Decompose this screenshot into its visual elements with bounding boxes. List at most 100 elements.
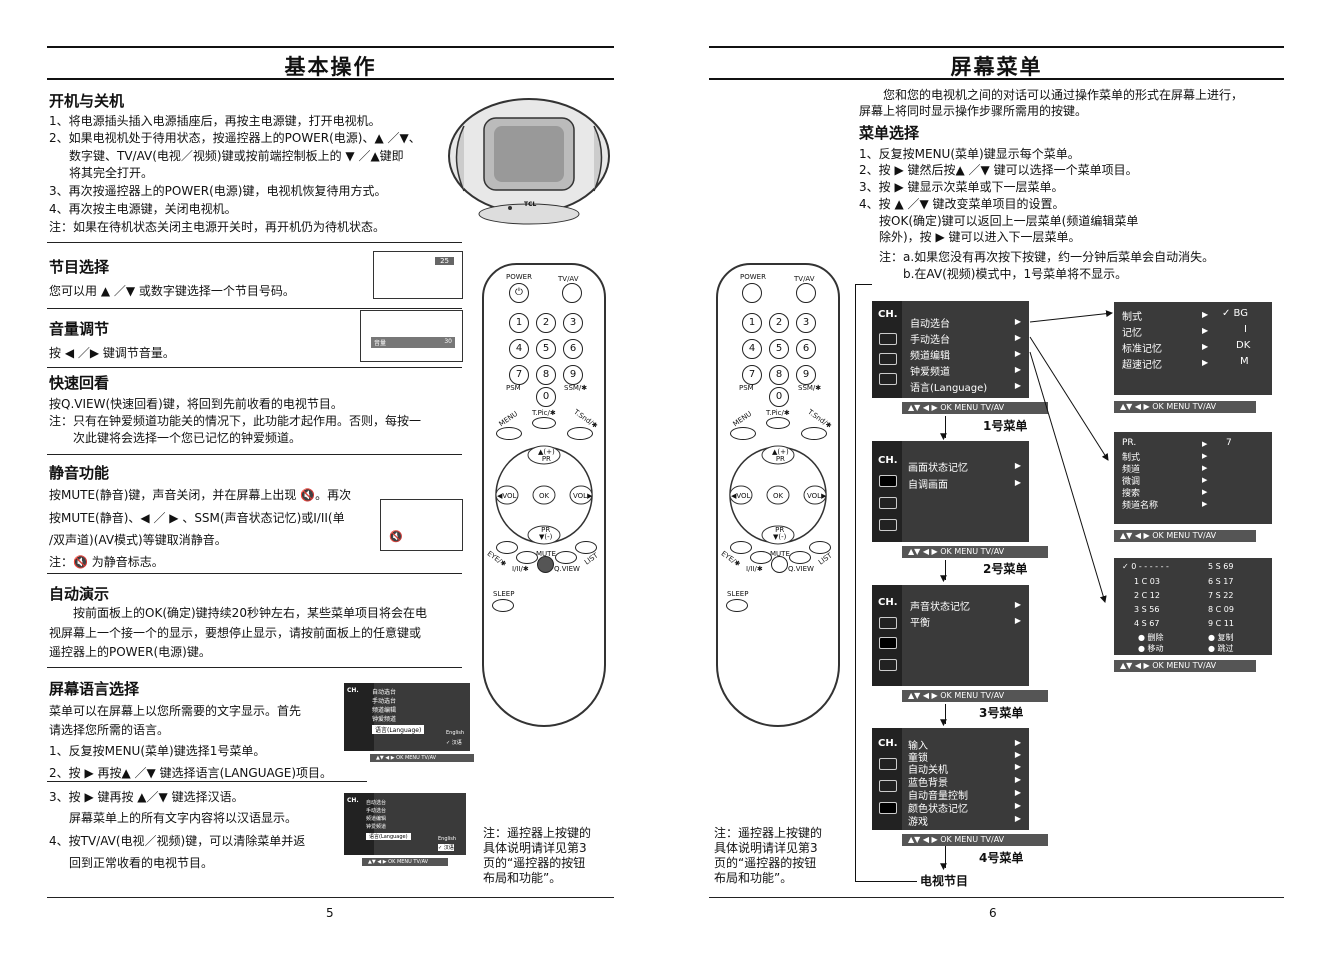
remote-tvav-button[interactable]: [562, 283, 582, 303]
remote-mute-button[interactable]: [537, 556, 554, 573]
remote-digit-6[interactable]: 6: [796, 339, 816, 359]
remote-dpad[interactable]: [728, 440, 828, 550]
remote-dpad[interactable]: [494, 440, 594, 550]
remote-digit-4[interactable]: 4: [509, 339, 529, 359]
demo-line-1: 按前面板上的OK(确定)键持续20秒钟左右，某些菜单项目将会在电: [73, 606, 427, 620]
submenu-manual: PR. 制式 频道 微调 搜索 频道名称 ▶ ▶ ▶ ▶ ▶ ▶ 7: [1114, 432, 1272, 524]
remote-eye-button[interactable]: [496, 541, 518, 554]
left-note-3: 页的“遥控器的按钮: [483, 856, 586, 870]
remote-eye-button[interactable]: [730, 541, 752, 554]
menu4-label: 4号菜单: [979, 851, 1024, 865]
right-page-title: 屏幕菜单: [950, 55, 1043, 79]
remote-digit-8[interactable]: 8: [769, 365, 789, 385]
remote-sleep-button[interactable]: [492, 599, 514, 612]
remote-digit-3[interactable]: 3: [796, 313, 816, 333]
remote-digit-3[interactable]: 3: [563, 313, 583, 333]
mute-line-1: 按MUTE(静音)键，声音关闭，并在屏幕上出现 🔇。再次: [49, 488, 352, 502]
remote-digit-1[interactable]: 1: [509, 313, 529, 333]
remote-menu-button[interactable]: [730, 427, 756, 440]
sub1-value-3: DK: [1236, 340, 1251, 351]
remote-digit-2[interactable]: 2: [769, 313, 789, 333]
lang-menu1-nav: ▲▼ ◀ ▶ OK MENU TV/AV: [370, 754, 474, 762]
remote-mute-label: MUTE: [536, 550, 556, 558]
program-osd-number: 25: [435, 257, 454, 265]
remote-psm-label: PSM: [506, 384, 521, 392]
remote-tsnd-button[interactable]: [567, 427, 593, 440]
remote-i-ii-label: I/II/✱: [746, 565, 763, 573]
remote-qview-button[interactable]: [789, 551, 811, 564]
remote-power-button[interactable]: ⏻: [509, 283, 529, 303]
flow-end-label: 电视节目: [920, 874, 969, 888]
sub2-item-2: 制式: [1122, 453, 1141, 463]
remote-digit-7[interactable]: 7: [742, 365, 762, 385]
lang-menu1-item-2: 手动选台: [372, 698, 397, 705]
osd-menu-1: CH. 自动选台 手动选台 频道编辑 钟爱频道 语言(Language) ▶▶▶…: [872, 301, 1029, 398]
remote-sleep-button[interactable]: [726, 599, 748, 612]
remote-list-button[interactable]: [809, 541, 831, 554]
remote-ok-label: OK: [539, 492, 550, 500]
remote-power-button[interactable]: [742, 283, 762, 303]
power-note: 注：如果在待机状态关闭主电源开关时，再开机仍为待机状态。: [49, 220, 386, 234]
right-intro-1: 您和您的电视机之间的对话可以通过操作菜单的形式在屏幕上进行，: [883, 88, 1244, 102]
lang-menu2-item-4: 钟爱频道: [366, 824, 387, 830]
demo-heading: 自动演示: [49, 585, 110, 603]
remote-power-label: POWER: [740, 273, 766, 281]
right-step-1: 1、反复按MENU(菜单)键显示每个菜单。: [859, 147, 1080, 161]
submenu-channel-edit: ✓ 0 - - - - - - 5 S 69 1 C 03 6 S 17 2 C…: [1114, 558, 1272, 655]
remote-digit-7[interactable]: 7: [509, 365, 529, 385]
sub3-row1-left: ✓ 0 - - - - - -: [1122, 562, 1169, 571]
remote-digit-5[interactable]: 5: [536, 339, 556, 359]
remote-sleep-label: SLEEP: [727, 590, 749, 598]
remote-mute-button[interactable]: [771, 556, 788, 573]
remote-control-left: POWER TV/AV ⏻ 1 2 3 4 5 6 7 8 9 PSM SSM/…: [482, 263, 606, 727]
remote-tvav-label: TV/AV: [558, 275, 579, 283]
remote-digit-8[interactable]: 8: [536, 365, 556, 385]
remote-i-ii-button[interactable]: [750, 551, 772, 564]
program-osd-box: 25: [373, 251, 463, 299]
remote-tpic-label: T.Pic/✱: [766, 409, 790, 417]
remote-menu-button[interactable]: [496, 427, 522, 440]
remote-tvav-button[interactable]: [796, 283, 816, 303]
lang-menu2-opt-1: English: [438, 836, 457, 842]
remote-pr-down-label: PR ▼(-): [773, 526, 787, 541]
language-menu-1: CH. 自动选台 手动选台 频道编辑 钟爱频道 语言(Language) Eng…: [344, 683, 470, 751]
right-page-number: 6: [989, 906, 997, 920]
sub3-row5-right: 9 C 11: [1208, 619, 1234, 628]
remote-digit-9[interactable]: 9: [563, 365, 583, 385]
power-line-2: 2、如果电视机处于待用状态，按遥控器上的POWER(电源)、▲ ／▼、: [49, 131, 421, 145]
left-page-title: 基本操作: [284, 55, 377, 79]
remote-tpic-button[interactable]: [766, 417, 790, 429]
language-line-7: 4、按TV/AV(电视／视频)键，可以清除菜单并返: [49, 834, 306, 848]
menu4-item-2: 童锁: [908, 753, 928, 764]
remote-ok-label: OK: [773, 492, 784, 500]
flow-line-bottom: [855, 881, 917, 882]
lang-menu2-nav: ▲▼ ◀ ▶ OK MENU TV/AV: [362, 858, 448, 866]
remote-qview-button[interactable]: [555, 551, 577, 564]
remote-digit-4[interactable]: 4: [742, 339, 762, 359]
lang-menu2-item-2: 手动选台: [366, 808, 387, 814]
remote-digit-5[interactable]: 5: [769, 339, 789, 359]
remote-digit-2[interactable]: 2: [536, 313, 556, 333]
remote-i-ii-button[interactable]: [516, 551, 538, 564]
remote-digit-1[interactable]: 1: [742, 313, 762, 333]
remote-tsnd-button[interactable]: [801, 427, 827, 440]
remote-tpic-button[interactable]: [532, 417, 556, 429]
language-line-8: 回到正常收看的电视节目。: [69, 856, 214, 870]
lang-menu2-item-1: 自动选台: [366, 800, 387, 806]
remote-digit-0[interactable]: 0: [536, 387, 556, 407]
remote-list-button[interactable]: [575, 541, 597, 554]
right-remote-note-4: 布局和功能”。: [714, 871, 793, 885]
remote-tvav-label: TV/AV: [794, 275, 815, 283]
remote-digit-0[interactable]: 0: [769, 387, 789, 407]
sub2-nav: ▲▼ ◀ ▶ OK MENU TV/AV: [1114, 530, 1256, 542]
menu4-item-5: 自动音量控制: [908, 791, 968, 802]
remote-menu-label: MENU: [497, 409, 520, 429]
right-step-3: 3、按 ▶ 键显示次菜单或下一层菜单。: [859, 180, 1064, 194]
remote-digit-9[interactable]: 9: [796, 365, 816, 385]
remote-digit-6[interactable]: 6: [563, 339, 583, 359]
menu4-item-6: 颜色状态记忆: [908, 804, 968, 815]
menu4-nav: ▲▼ ◀ ▶ OK MENU TV/AV: [902, 834, 1048, 846]
sub3-row3-right: 7 S 22: [1208, 591, 1234, 600]
lang-menu2-item-5: 语言(Language): [366, 833, 411, 840]
remote-sleep-label: SLEEP: [493, 590, 515, 598]
